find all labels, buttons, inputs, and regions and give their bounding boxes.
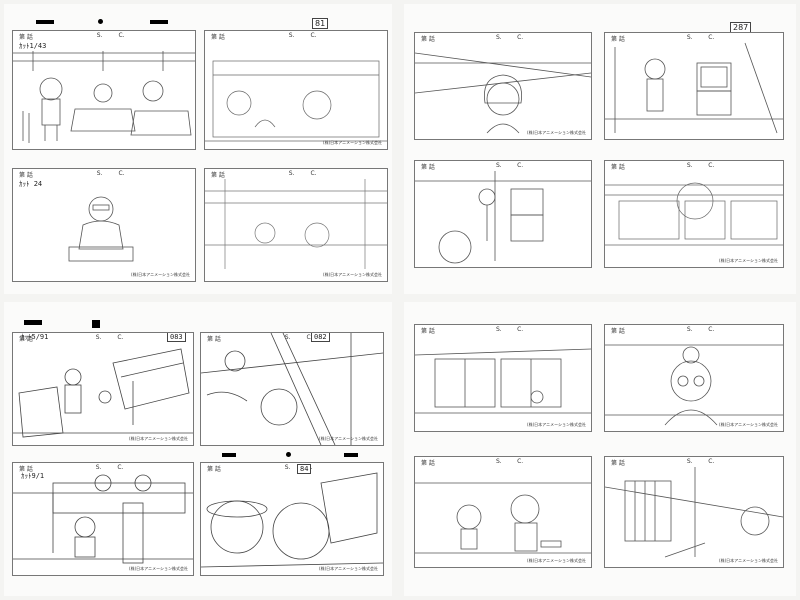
studio-credit: (株)日本アニメーション株式会社: [319, 436, 378, 441]
frame-sketch: [13, 51, 195, 143]
frame-sketch: [605, 467, 783, 558]
registration-mark: [222, 453, 236, 457]
frame-sketch: [68, 196, 134, 262]
studio-credit: (株)日本アニメーション株式会社: [527, 130, 586, 135]
frame-sketch: [605, 182, 783, 246]
registration-mark: [24, 320, 42, 325]
frame-sketch: [415, 52, 591, 134]
studio-credit: (株)日本アニメーション株式会社: [319, 566, 378, 571]
studio-credit: (株)日本アニメーション株式会社: [719, 558, 778, 563]
studio-credit: (株)日本アニメーション株式会社: [719, 258, 778, 263]
page-number: 81: [312, 18, 329, 29]
frame-sketch: [201, 472, 383, 568]
frame-sketch: [605, 42, 783, 134]
registration-hole: [286, 452, 291, 457]
frame-sketch: [415, 482, 591, 554]
cut-number: 84: [297, 464, 312, 474]
registration-mark: [150, 20, 168, 24]
studio-credit: (株)日本アニメーション株式会社: [323, 140, 382, 145]
frame-sketch: [605, 344, 783, 426]
cut-number: 083: [167, 333, 186, 342]
frame-sketch: [415, 171, 591, 264]
cut-note: ｶｯﾄ 24: [19, 180, 43, 188]
frame-sketch: [13, 348, 193, 438]
frame-sketch: [205, 60, 387, 142]
cut-note: ｶｯﾄ9/1: [21, 472, 45, 480]
studio-credit: (株)日本アニメーション株式会社: [129, 436, 188, 441]
studio-credit: (株)日本アニメーション株式会社: [131, 272, 190, 277]
studio-credit: (株)日本アニメーション株式会社: [129, 566, 188, 571]
cut-note: ｶｯﾄ5/91: [21, 333, 49, 341]
frame-sketch: [13, 474, 193, 564]
registration-mark: [92, 320, 100, 328]
studio-credit: (株)日本アニメーション株式会社: [323, 272, 382, 277]
registration-hole: [98, 19, 103, 24]
cut-note: ｶｯﾄ1/43: [19, 42, 47, 50]
frame-sketch: [415, 348, 591, 414]
studio-credit: (株)日本アニメーション株式会社: [527, 422, 586, 427]
frame-sketch: [205, 179, 387, 269]
studio-credit: (株)日本アニメーション株式会社: [719, 422, 778, 427]
registration-mark: [344, 453, 358, 457]
frame-sketch: [201, 333, 383, 445]
cut-number: 082: [311, 333, 330, 342]
storyboard-frame-12: 第 話S.C. 84 (株)日本アニメーション株式会社: [200, 462, 384, 576]
registration-mark: [36, 20, 54, 24]
studio-credit: (株)日本アニメーション株式会社: [527, 558, 586, 563]
